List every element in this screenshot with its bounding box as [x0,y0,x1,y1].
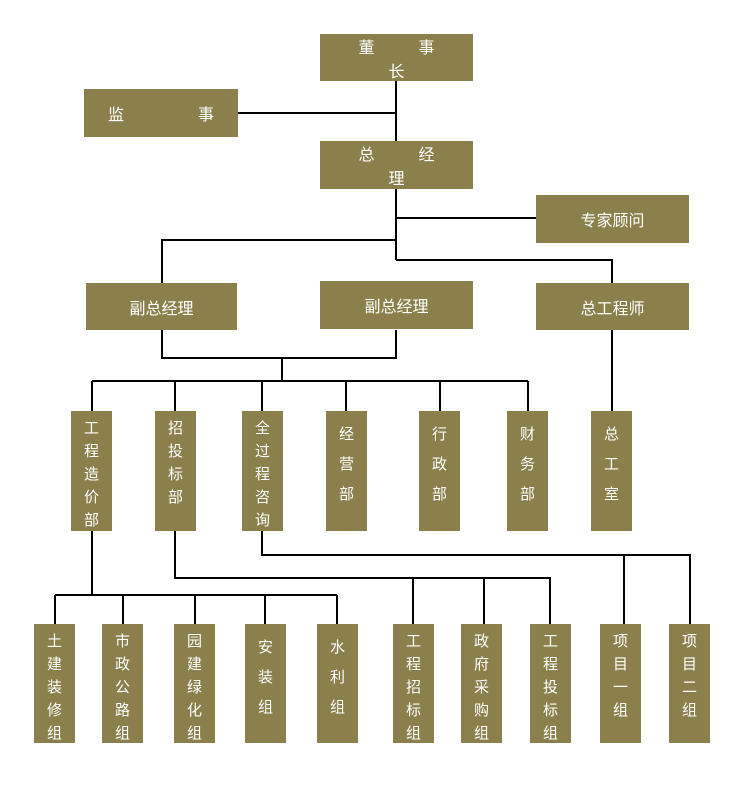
deputy-gm-1-box: 副总经理 [86,283,237,330]
node-char: 务 [519,455,535,473]
node-char: 部 [431,485,447,503]
node-char: 询 [254,511,270,529]
node-char: 装 [257,668,273,686]
node-char: 组 [405,724,421,742]
node-char: 部 [338,485,354,503]
node-char: 招 [167,419,183,437]
node-char: 项 [681,632,697,650]
group-engineering-tender: 工程投标组 [530,624,571,743]
node-char: 投 [167,442,183,460]
node-char: 府 [473,655,489,673]
node-char: 组 [681,701,697,719]
dept-admin: 行政部 [419,411,460,531]
dept-cost: 工程造价部 [71,411,112,531]
dept-engineering-office: 总工室 [591,411,632,531]
node-char: 标 [167,465,183,483]
node-char: 工 [542,632,558,650]
node-char: 程 [83,442,99,460]
node-char: 装 [46,678,62,696]
dept-consulting: 全过程咨询 [242,411,283,531]
node-char: 营 [338,455,354,473]
node-char: 组 [612,701,628,719]
node-char: 组 [473,724,489,742]
node-char: 化 [186,701,202,719]
node-char: 组 [542,724,558,742]
node-char: 利 [329,668,345,686]
node-char: 购 [473,701,489,719]
node-char: 公 [114,678,130,696]
node-char: 土 [46,632,62,650]
node-char: 工 [405,632,421,650]
node-char: 修 [46,701,62,719]
node-char: 标 [542,701,558,719]
node-char: 建 [46,655,62,673]
node-char: 程 [405,655,421,673]
node-char: 程 [542,655,558,673]
node-char: 价 [83,488,99,506]
node-char: 行 [431,425,447,443]
chief-engineer-box: 总工程师 [536,283,689,330]
node-char: 园 [186,632,202,650]
node-char: 工 [83,419,99,437]
node-char: 咨 [254,488,270,506]
node-char: 目 [612,655,628,673]
node-char: 部 [83,511,99,529]
node-char: 招 [405,678,421,696]
group-landscape: 园建绿化组 [174,624,215,743]
node-char: 标 [405,701,421,719]
group-municipal: 市政公路组 [102,624,143,743]
supervisor-box: 监 事 [84,89,238,137]
group-project-2: 项目二组 [669,624,710,743]
node-char: 部 [167,488,183,506]
node-char: 政 [473,632,489,650]
deputy-gm-2-box: 副总经理 [320,281,473,329]
node-char: 组 [46,724,62,742]
dept-bidding: 招投标部 [155,411,196,531]
node-char: 室 [603,485,619,503]
node-char: 组 [114,724,130,742]
node-char: 项 [612,632,628,650]
group-civil: 土建装修组 [34,624,75,743]
chairman-box: 董 事 长 [320,34,473,81]
node-char: 采 [473,678,489,696]
node-char: 全 [254,419,270,437]
node-char: 水 [329,638,345,656]
group-government-procurement: 政府采购组 [461,624,502,743]
node-char: 二 [681,678,697,696]
node-char: 投 [542,678,558,696]
group-project-1: 项目一组 [600,624,641,743]
group-install: 安装组 [245,624,286,743]
group-water: 水利组 [317,624,358,743]
node-char: 目 [681,655,697,673]
general-manager-box: 总 经 理 [320,141,473,189]
node-char: 组 [257,698,273,716]
node-char: 总 [603,425,619,443]
node-char: 经 [338,425,354,443]
node-char: 造 [83,465,99,483]
node-char: 组 [329,698,345,716]
node-char: 安 [257,638,273,656]
node-char: 程 [254,465,270,483]
node-char: 过 [254,442,270,460]
node-char: 绿 [186,678,202,696]
node-char: 工 [603,455,619,473]
expert-advisor-box: 专家顾问 [536,195,689,243]
node-char: 政 [431,455,447,473]
group-engineering-bid: 工程招标组 [393,624,434,743]
dept-finance: 财务部 [507,411,548,531]
dept-business: 经营部 [326,411,367,531]
node-char: 一 [612,678,628,696]
node-char: 财 [519,425,535,443]
node-char: 部 [519,485,535,503]
node-char: 路 [114,701,130,719]
node-char: 组 [186,724,202,742]
node-char: 市 [114,632,130,650]
node-char: 建 [186,655,202,673]
node-char: 政 [114,655,130,673]
